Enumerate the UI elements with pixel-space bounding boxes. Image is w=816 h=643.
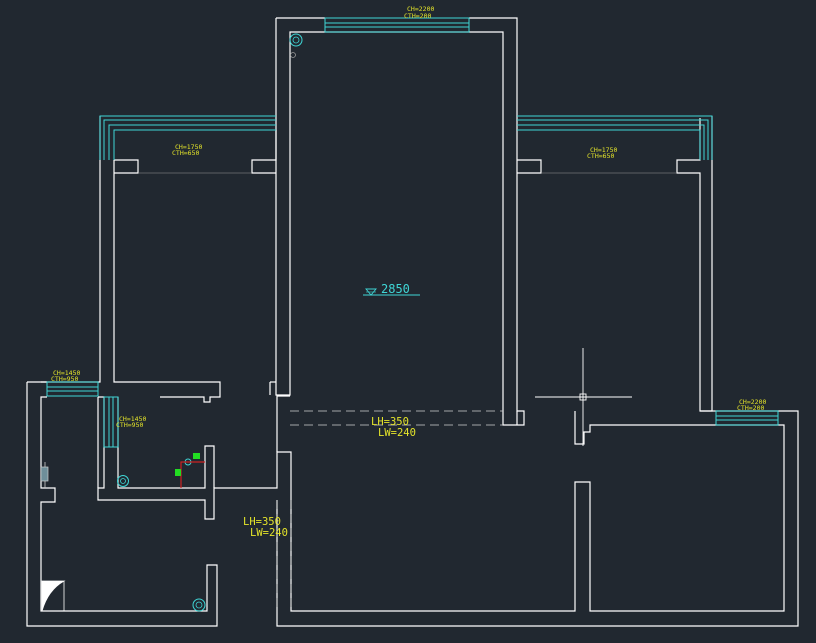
height-marker-icon	[363, 288, 420, 296]
beam-labels: LH=350 LW=240 LH=350 LW=240	[243, 416, 416, 539]
window-inner-small-ch: CH=1450	[119, 415, 146, 423]
beam-lines	[276, 410, 503, 611]
window-left-small[interactable]	[46, 381, 99, 397]
ceiling-height-marker[interactable]: 2850	[363, 282, 420, 296]
shower-corner[interactable]	[41, 580, 66, 612]
window-top-right-cth: CTH=650	[587, 152, 614, 160]
beam-lower-lh: LH=350	[243, 516, 281, 528]
drain-icon[interactable]	[117, 475, 129, 487]
beam-center-lh: LH=350	[371, 416, 409, 428]
window-labels: CH=2200 CTH=200 CH=1750 CTH=650 CH=1750 …	[51, 5, 766, 429]
window-top-center[interactable]	[324, 17, 470, 33]
ceiling-height-value: 2850	[381, 282, 410, 296]
window-top-left[interactable]	[99, 115, 276, 160]
drain-icon[interactable]	[290, 52, 296, 58]
pipe-fixture[interactable]	[175, 453, 205, 488]
window-top-center-ch: CH=2200	[407, 5, 434, 13]
window-right-small-ch: CH=2200	[739, 398, 766, 406]
window-right-small[interactable]	[715, 410, 779, 426]
valve-icon[interactable]	[40, 462, 49, 488]
walls	[26, 17, 799, 627]
beam-lower-lw: LW=240	[250, 527, 288, 539]
beam-center-lw: LW=240	[378, 427, 416, 439]
windows	[46, 17, 779, 448]
drain-icon[interactable]	[289, 33, 303, 47]
window-left-small-cth: CTH=950	[51, 375, 78, 383]
drain-icon[interactable]	[192, 598, 206, 612]
window-top-right[interactable]	[517, 115, 713, 160]
window-left-small-ch: CH=1450	[53, 369, 80, 377]
window-top-left-ch: CH=1750	[175, 143, 202, 151]
crosshair-cursor-icon	[535, 348, 632, 446]
window-top-left-cth: CTH=650	[172, 149, 199, 157]
window-inner-small[interactable]	[103, 396, 119, 448]
window-top-right-ch: CH=1750	[590, 146, 617, 154]
window-right-small-cth: CTH=200	[737, 404, 764, 412]
window-inner-small-cth: CTH=950	[116, 421, 143, 429]
window-top-center-cth: CTH=200	[404, 12, 431, 20]
